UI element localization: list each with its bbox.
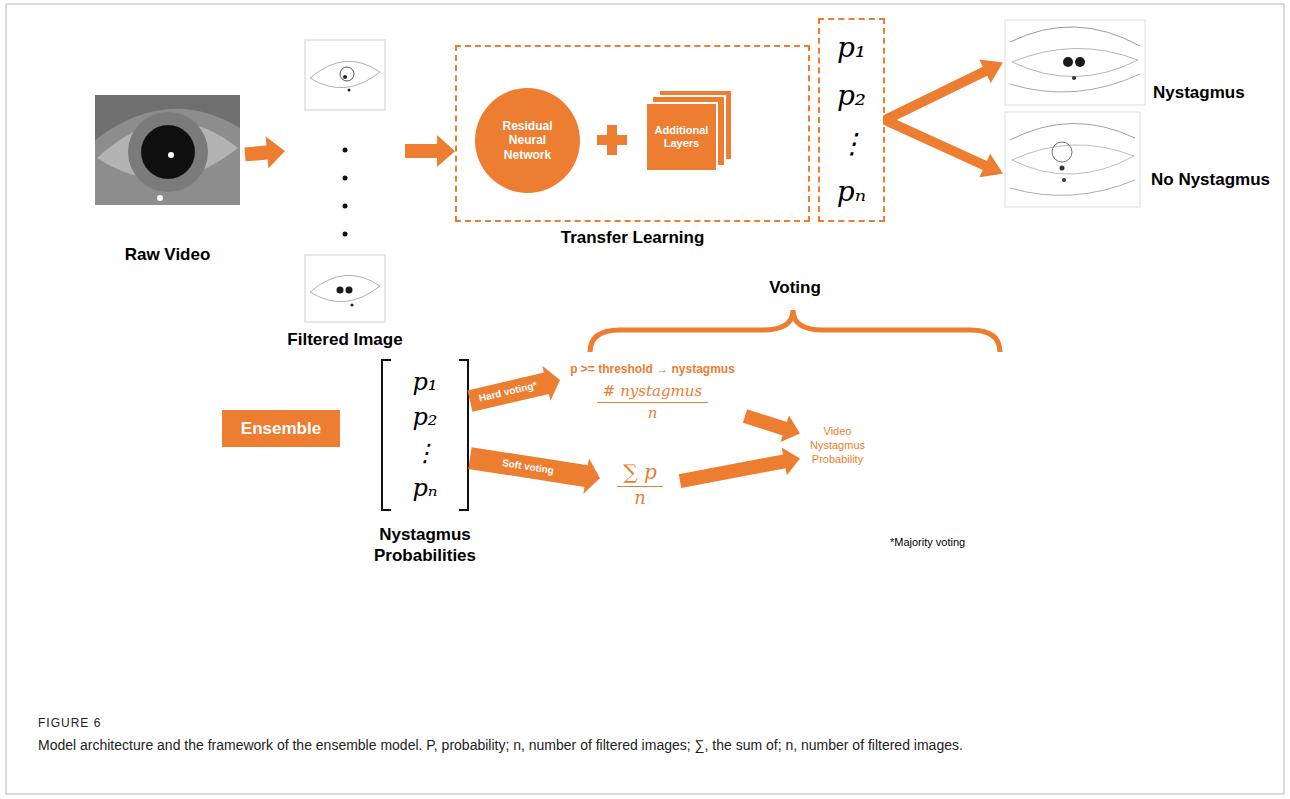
circle-label: Residual Neural Network [485,119,570,162]
rule-text: p >= threshold → nystagmus [570,362,735,376]
flow-arrow [883,115,1003,177]
layer-stack-box: Additional Layers [645,102,718,172]
flow-arrow [405,135,455,167]
vector-entry: p₁ [837,34,866,62]
matrix-bracket [459,360,468,510]
curly-brace [590,310,1000,352]
image-node: Nystagmus [1003,20,1265,105]
fraction-denominator: n [648,404,658,422]
pupil [141,125,195,179]
vector-entry: ⋮ [838,130,866,158]
figure-number: FIGURE 6 [38,716,101,730]
nystagmus-image [1005,20,1145,105]
arrow-label: Hard voting* [476,379,541,405]
filtered-image-stack [305,40,385,322]
image-frame [1005,20,1145,105]
fraction-denominator: n [634,487,646,509]
lid-sketch [1010,180,1135,195]
dot [351,304,354,307]
dot [343,75,347,79]
no-nystagmus-image [1005,112,1140,207]
vector-entry: pₙ [837,178,866,206]
glint [168,152,174,158]
flow-arrow [244,137,285,169]
box-label: Additional Layers [650,124,713,150]
section-label: Voting [755,278,835,298]
ellipsis-dot [343,176,348,181]
flow-arrow [679,448,800,488]
dashed-group-box: Transfer LearningResidual Neural Network… [455,45,810,222]
image-node: No Nystagmus [1003,112,1265,207]
group-heading: Transfer Learning [457,228,808,248]
lid-sketch [1010,74,1140,92]
soft-voting-formula: ∑ pn [600,455,680,513]
pupil-sketch [340,67,354,81]
dot [337,287,344,294]
ellipsis-dot [343,148,348,153]
image-node: Raw Video [90,90,245,265]
dot [1072,76,1076,80]
filtered-frame [305,40,385,110]
plus-symbol [607,125,617,155]
fraction-numerator: ∑ p [617,460,662,487]
dot [1060,166,1065,171]
image-stack-node: Filtered Image [285,35,405,350]
network-circle: Residual Neural Network [475,88,580,193]
ellipsis-dot [343,204,348,209]
probability-vector-box: p₁ p₂ ⋮ pₙ [818,18,885,222]
skin-ground [95,95,240,205]
vector-entry: p₂ [837,82,866,110]
lid-sketch [1010,123,1135,140]
box-label: Ensemble [241,419,321,439]
flow-arrow [743,409,800,442]
node-caption: Raw Video [90,245,245,265]
glint [157,195,163,201]
lid-sketch [1010,27,1140,46]
flow-arrow [468,447,600,494]
figure-frame [6,4,1284,794]
flow-arrow [883,60,1003,125]
result-node: Video Nystagmus Probability [800,415,875,477]
ensemble-box: Ensemble [222,410,340,447]
eye-sketch [1012,145,1134,174]
flow-arrow [467,366,560,412]
dot [1062,178,1066,182]
raw-eye-image [95,95,240,205]
matrix-entry: p₁ [413,370,438,394]
eye-opening [97,122,238,178]
eye-sketch [310,275,380,301]
eye-sketch [1012,48,1138,76]
eye-sketch [310,61,380,87]
matrix-entry: p₂ [413,405,438,429]
fraction-numerator: # nystagmus [597,382,708,403]
footnote: *Majority voting [890,536,965,548]
matrix-entry: ⋮ [413,441,437,465]
class-label: Nystagmus [1153,83,1245,103]
filtered-frame [305,255,385,322]
dot [348,89,351,92]
matrix-entry: pₙ [412,476,437,500]
matrix-bracket [382,360,391,510]
node-caption: Filtered Image [285,330,405,350]
iris [128,112,208,192]
dot [1063,57,1073,67]
dot [346,287,353,294]
result-label: Video Nystagmus Probability [800,425,875,466]
ellipsis-dot [343,232,348,237]
dot [1075,57,1085,67]
probability-matrix: p₁p₂⋮pₙNystagmus Probabilities [380,358,470,512]
image-frame [1005,112,1140,207]
class-label: No Nystagmus [1151,170,1270,190]
figure-caption: Model architecture and the framework of … [38,736,1258,756]
hard-voting-formula: p >= threshold → nystagmus # nystagmusn [560,362,745,434]
matrix-caption: Nystagmus Probabilities [355,524,495,567]
arrow-label: Soft voting [499,457,556,477]
pupil-sketch [1052,142,1072,162]
